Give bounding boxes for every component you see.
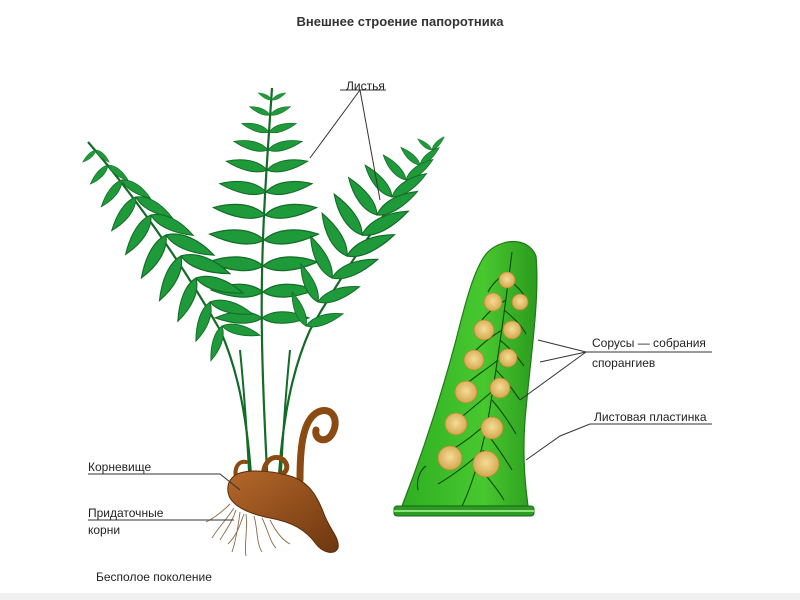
label-roots-line1: Придаточные [88,506,164,520]
bottom-strip [0,593,800,600]
diagram-title: Внешнее строение папоротника [296,14,504,29]
sori [437,271,529,478]
leaf-blade-closeup [393,241,538,517]
label-sori-line1: Сорусы — собрания [592,336,706,350]
label-rhizome: Корневище [88,460,152,474]
label-leaves: Листья [346,79,385,93]
label-roots-line2: корни [88,523,121,537]
leader-lines [88,89,712,521]
label-sori-line2: спорангиев [592,356,656,370]
frond-center [207,87,320,491]
rhizome-illustration [205,407,339,557]
fern-fronds [80,87,447,493]
label-leaf-blade: Листовая пластинка [594,410,707,424]
label-asexual-generation: Бесполое поколение [96,570,212,584]
